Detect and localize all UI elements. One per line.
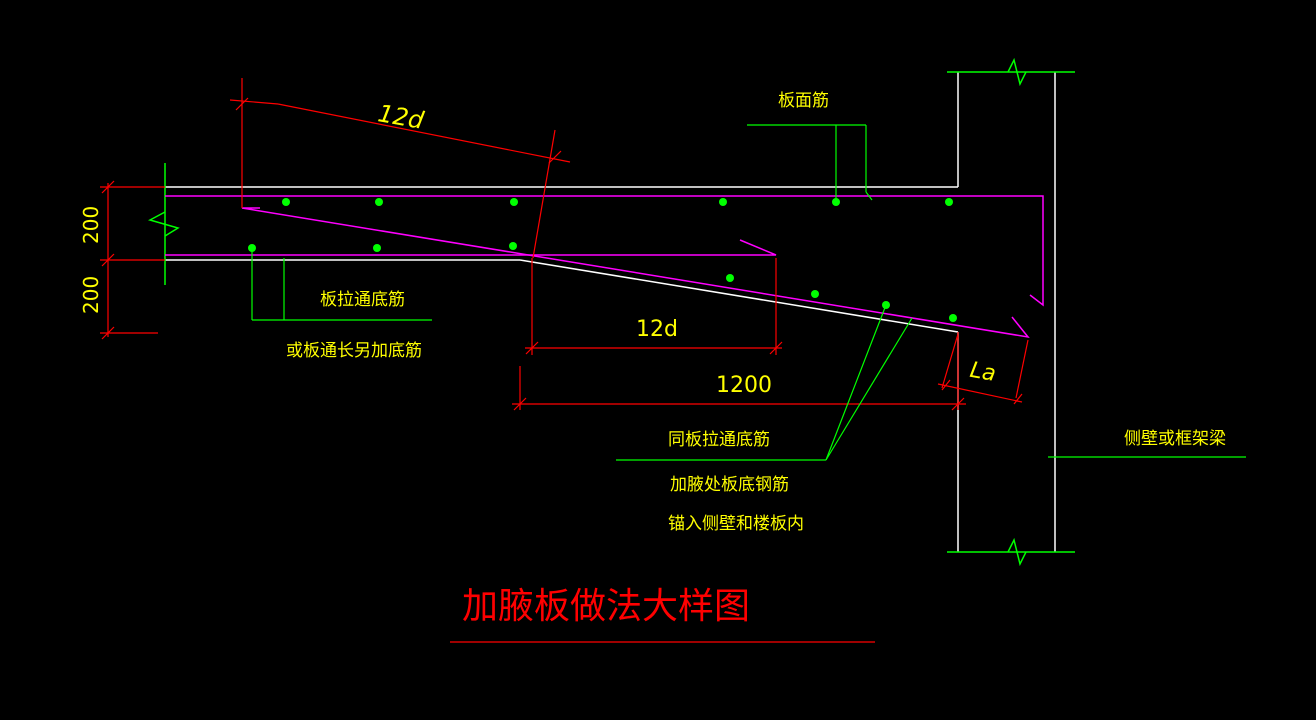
dimension-lines bbox=[100, 78, 1029, 411]
label-top-bar: 板面筋 bbox=[778, 91, 829, 111]
label-bottom-extra: 或板通长另加底筋 bbox=[286, 341, 422, 361]
label-haunch-bottom-1: 加腋处板底钢筋 bbox=[670, 475, 789, 495]
dim-thickness-upper: 200 bbox=[79, 206, 103, 244]
break-marks bbox=[148, 57, 1075, 567]
label-same-bottom: 同板拉通底筋 bbox=[668, 430, 770, 450]
concrete-outline bbox=[165, 72, 1056, 552]
label-side-wall: 侧壁或框架梁 bbox=[1124, 429, 1226, 449]
dim-mid-12d: 12d bbox=[636, 317, 678, 342]
haunch-slope-edge bbox=[519, 259, 959, 333]
drawing-title: 加腋板做法大样图 bbox=[462, 586, 750, 627]
label-haunch-bottom-2: 锚入侧壁和楼板内 bbox=[668, 514, 804, 534]
leader-lines bbox=[251, 124, 1246, 461]
top-rebar bbox=[165, 195, 1044, 307]
haunch-rebar bbox=[241, 207, 1030, 339]
dim-la: La bbox=[968, 358, 998, 387]
dim-1200: 1200 bbox=[716, 373, 772, 398]
rebars bbox=[165, 195, 1044, 339]
label-bottom-through: 板拉通底筋 bbox=[320, 290, 405, 310]
dim-top-12d: 12d bbox=[376, 99, 427, 135]
bottom-through-rebar bbox=[165, 239, 777, 256]
dim-thickness-lower: 200 bbox=[79, 276, 103, 314]
rebar-dots bbox=[248, 198, 957, 322]
